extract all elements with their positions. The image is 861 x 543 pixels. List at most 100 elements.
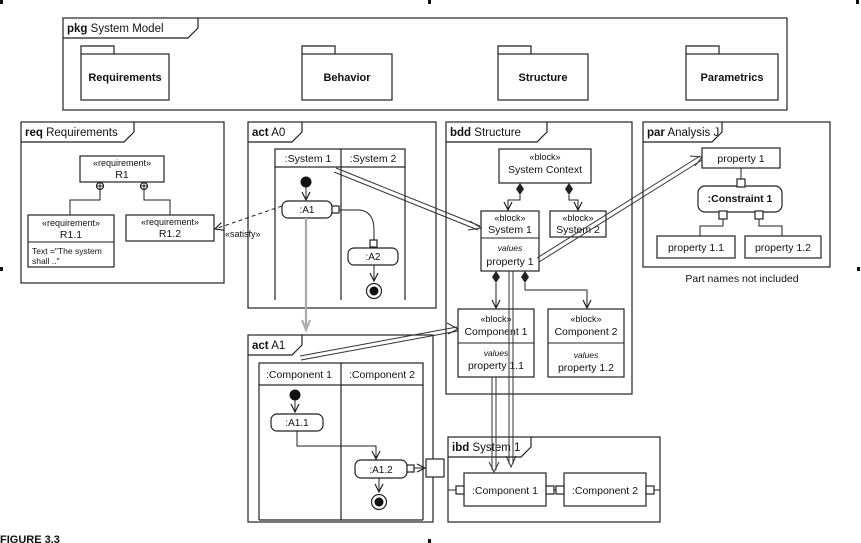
component2-stereotype: «block» [570,314,601,324]
package-behavior[interactable]: Behavior [301,45,393,101]
context-name: System Context [508,164,582,176]
allocation-links [299,155,703,474]
system1-stereotype: «block» [494,213,525,223]
block-system2[interactable]: «block» System 2 [549,210,607,238]
r11-name: R1.1 [60,229,82,241]
requirement-r1[interactable]: «requirement» R1 [79,155,165,183]
component1-property: property 1.1 [468,360,524,372]
action-a1-label: :A1 [299,205,314,216]
bdd-keyword: bdd [450,127,471,139]
bdd-title: Structure [474,127,521,139]
r11-text-line2: shall .." [32,256,60,266]
r11-stereotype: «requirement» [42,218,100,228]
constraint-property[interactable]: :Constraint 1 [697,178,783,220]
act-a1-swimlanes: :Component 1 :Component 2 [258,362,424,521]
component1-values-label: values [484,348,509,358]
block-system1[interactable]: «block» System 1 values property 1 [480,210,540,272]
constraint-label: :Constraint 1 [708,193,773,205]
package-requirements[interactable]: Requirements [80,45,170,101]
action-a1-1[interactable]: :A1.1 [270,413,324,432]
par-title: Analysis J [667,127,719,139]
system1-name: System 1 [488,224,532,236]
initial-node [300,176,312,188]
par-note: Part names not included [685,273,798,285]
package-parametrics-label: Parametrics [701,72,764,84]
action-a1[interactable]: :A1 [281,200,333,219]
action-a1-2[interactable]: :A1.2 [354,459,408,479]
package-behavior-label: Behavior [323,72,371,84]
package-structure[interactable]: Structure [497,45,589,101]
block-component2[interactable]: «block» Component 2 values property 1.2 [547,308,625,378]
ibd-part2-label: :Component 2 [572,485,638,497]
pin-a1-2 [406,464,415,473]
r12-stereotype: «requirement» [141,217,199,227]
par-frame: par Analysis J [642,121,831,268]
system2-stereotype: «block» [562,213,593,223]
pin-a2 [369,239,378,248]
satisfy-dependency [215,205,283,229]
system1-property: property 1 [486,256,533,268]
satisfy-label: «satisfy» [225,229,261,239]
component2-values-label: values [574,350,599,360]
package-parametrics[interactable]: Parametrics [685,45,779,101]
par-property12[interactable]: property 1.2 [744,235,822,259]
par-property1[interactable]: property 1 [701,147,781,169]
a1-final-node [370,493,388,511]
ibd-ports [448,485,660,495]
pin-a1 [331,205,340,214]
lane-component1: :Component 1 [266,369,332,381]
ibd-keyword: ibd [452,442,469,454]
act-a0-swimlanes: :System 1 :System 2 [274,148,406,300]
action-a2-label: :A2 [365,252,380,263]
figure-caption: FIGURE 3.3 [0,534,60,543]
r1-name: R1 [115,169,129,181]
requirement-r1-1[interactable]: «requirement» R1.1 Text ="The system sha… [27,214,115,268]
bdd-frame: bdd Structure [445,121,633,395]
act-a1-frame: act A1 [247,334,434,523]
context-stereotype: «block» [529,152,560,162]
bdd-compositions [508,183,578,210]
svg-text:req Requirements: req Requirements [25,127,118,139]
requirement-r1-2[interactable]: «requirement» R1.2 [125,214,215,242]
req-title: Requirements [46,127,118,139]
pkg-keyword: pkg [67,23,87,35]
component2-property: property 1.2 [558,362,614,374]
block-component1[interactable]: «block» Component 1 values property 1.1 [457,308,535,378]
svg-text:pkg System Model: pkg System Model [67,23,164,35]
act-a1-title: A1 [271,340,285,352]
system1-values-label: values [498,243,523,253]
par-keyword: par [647,127,665,139]
r11-text-line1: Text ="The system [32,246,102,256]
req-keyword: req [25,127,43,139]
act-a1-keyword: act [252,340,269,352]
ibd-part1-label: :Component 1 [472,485,538,497]
action-a1-2-label: :A1.2 [369,465,393,476]
component2-name: Component 2 [554,326,617,338]
svg-text:par Analysis J: par Analysis J [647,127,719,139]
component1-stereotype: «block» [480,314,511,324]
lane-system1: :System 1 [285,153,332,165]
external-pin [425,458,445,478]
system2-name: System 2 [556,224,600,236]
a1-initial-node [289,389,301,401]
r1-stereotype: «requirement» [93,158,151,168]
component1-name: Component 1 [464,326,527,338]
act-a0-frame: act A0 [247,121,437,309]
action-a1-1-label: :A1.1 [285,418,309,429]
pkg-title: System Model [91,23,164,35]
system1-compositions [492,271,587,308]
block-system-context[interactable]: «block» System Context [498,148,592,184]
par-property11[interactable]: property 1.1 [656,235,736,259]
par-property12-label: property 1.2 [755,242,811,254]
action-a2[interactable]: :A2 [347,247,399,266]
par-property1-label: property 1 [717,153,764,165]
ibd-part-component2[interactable]: :Component 2 [563,472,647,507]
svg-text:bdd Structure: bdd Structure [450,127,521,139]
pkg-frame: pkg System Model [62,17,788,111]
ibd-part-component1[interactable]: :Component 1 [463,472,547,507]
svg-text:act A1: act A1 [252,340,285,352]
par-property11-label: property 1.1 [668,242,724,254]
